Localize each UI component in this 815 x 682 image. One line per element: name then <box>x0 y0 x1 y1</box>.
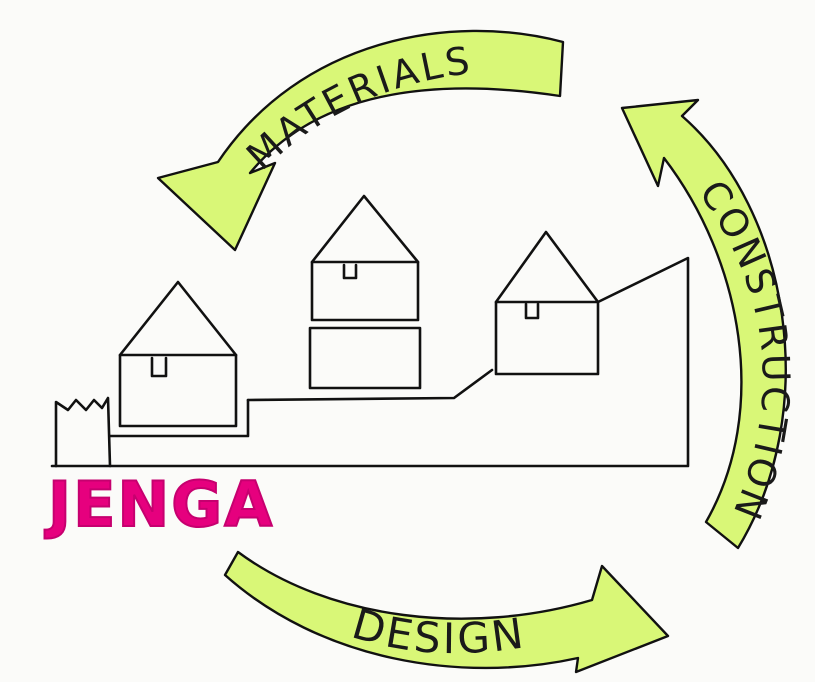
design-arrow-shape <box>223 550 670 674</box>
jenga-title: JENGA <box>44 468 274 541</box>
construction-arrow: CONSTRUCTION <box>620 98 795 550</box>
house-right <box>494 230 600 376</box>
design-arrow: DESIGN <box>223 550 670 674</box>
construction-arrow-shape <box>620 98 787 550</box>
ground-profile <box>50 256 690 468</box>
landscape-drawing <box>50 256 690 468</box>
left-wall <box>54 396 112 468</box>
house-right-window <box>524 302 540 320</box>
house-left <box>118 280 238 428</box>
house-left-outline <box>118 280 238 428</box>
house-middle-base-block <box>308 326 422 390</box>
materials-arrow-shape <box>156 29 565 252</box>
materials-arrow: MATERIALS <box>156 29 565 252</box>
house-plinth <box>108 398 250 438</box>
house-left-window <box>150 356 168 378</box>
ground-slope <box>246 368 494 402</box>
house-middle-outline <box>310 194 420 322</box>
house-middle-window <box>342 263 358 280</box>
design-label: DESIGN <box>347 599 529 663</box>
house-right-outline <box>494 230 600 376</box>
house-middle <box>308 194 422 390</box>
